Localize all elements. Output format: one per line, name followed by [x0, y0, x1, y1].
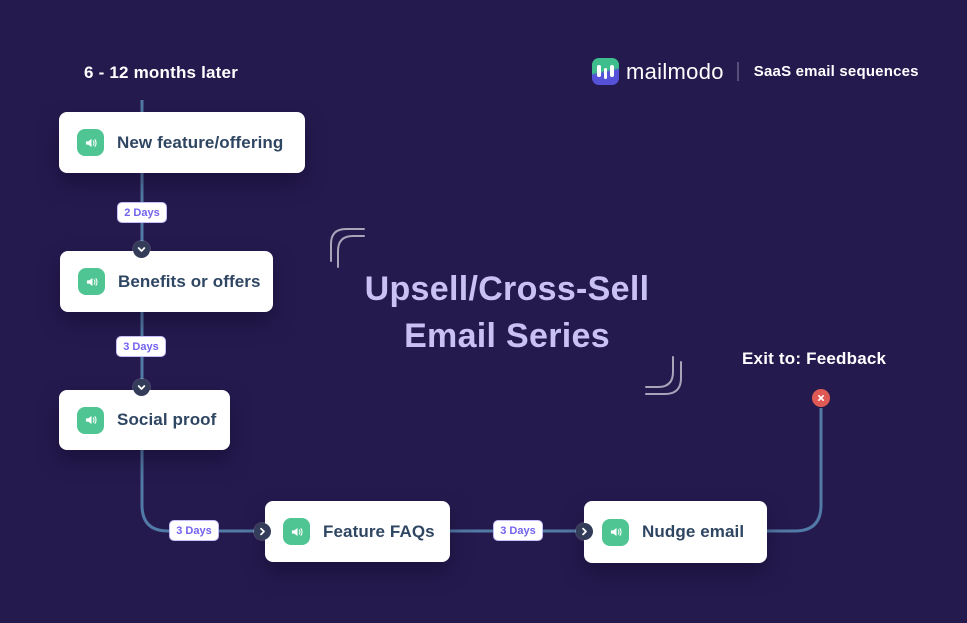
decorative-bracket-bottom-right: [645, 356, 682, 395]
flow-node-nudge-email: Nudge email: [584, 501, 767, 563]
delay-badge: 2 Days: [117, 202, 167, 223]
node-label: New feature/offering: [117, 132, 284, 152]
chevron-right-icon: [576, 523, 593, 540]
header-divider: [736, 62, 739, 81]
megaphone-icon: [77, 129, 104, 156]
megaphone-icon: [78, 268, 105, 295]
exit-label: Exit to: Feedback: [742, 349, 887, 368]
flow-node-feature-faqs: Feature FAQs: [265, 501, 450, 562]
page-title-line2: Email Series: [404, 317, 610, 355]
logo-bar: [610, 65, 614, 77]
megaphone-icon: [602, 518, 629, 546]
header: mailmodo SaaS email sequences: [592, 58, 919, 85]
node-label: Benefits or offers: [118, 271, 261, 291]
node-label: Feature FAQs: [323, 521, 435, 541]
start-label: 6 - 12 months later: [84, 63, 239, 82]
logo-bar: [603, 67, 608, 79]
chevron-right-icon: [254, 523, 271, 540]
delay-badge: 3 Days: [116, 336, 166, 357]
decorative-bracket-top-left: [330, 228, 365, 268]
page-title-line1: Upsell/Cross-Sell: [364, 270, 650, 308]
flow-path: [140, 100, 823, 533]
delay-badge: 3 Days: [169, 520, 219, 541]
chevron-down-icon: [133, 379, 150, 396]
chevron-down-icon: [133, 241, 150, 258]
node-label: Nudge email: [642, 522, 745, 541]
mailmodo-logo-icon: [592, 58, 619, 85]
flow-node-new-feature: New feature/offering: [59, 112, 305, 173]
logo-bar: [597, 65, 601, 77]
flow-node-benefits: Benefits or offers: [60, 251, 273, 312]
megaphone-icon: [283, 518, 310, 545]
flow-node-social-proof: Social proof: [59, 390, 230, 450]
page-title: Upsell/Cross-Sell Email Series: [302, 266, 712, 360]
node-label: Social proof: [117, 410, 217, 429]
delay-badge: 3 Days: [493, 520, 543, 541]
megaphone-icon: [77, 406, 104, 434]
header-tagline: SaaS email sequences: [753, 63, 919, 80]
close-icon: [812, 389, 830, 407]
brand-name: mailmodo: [626, 58, 724, 84]
